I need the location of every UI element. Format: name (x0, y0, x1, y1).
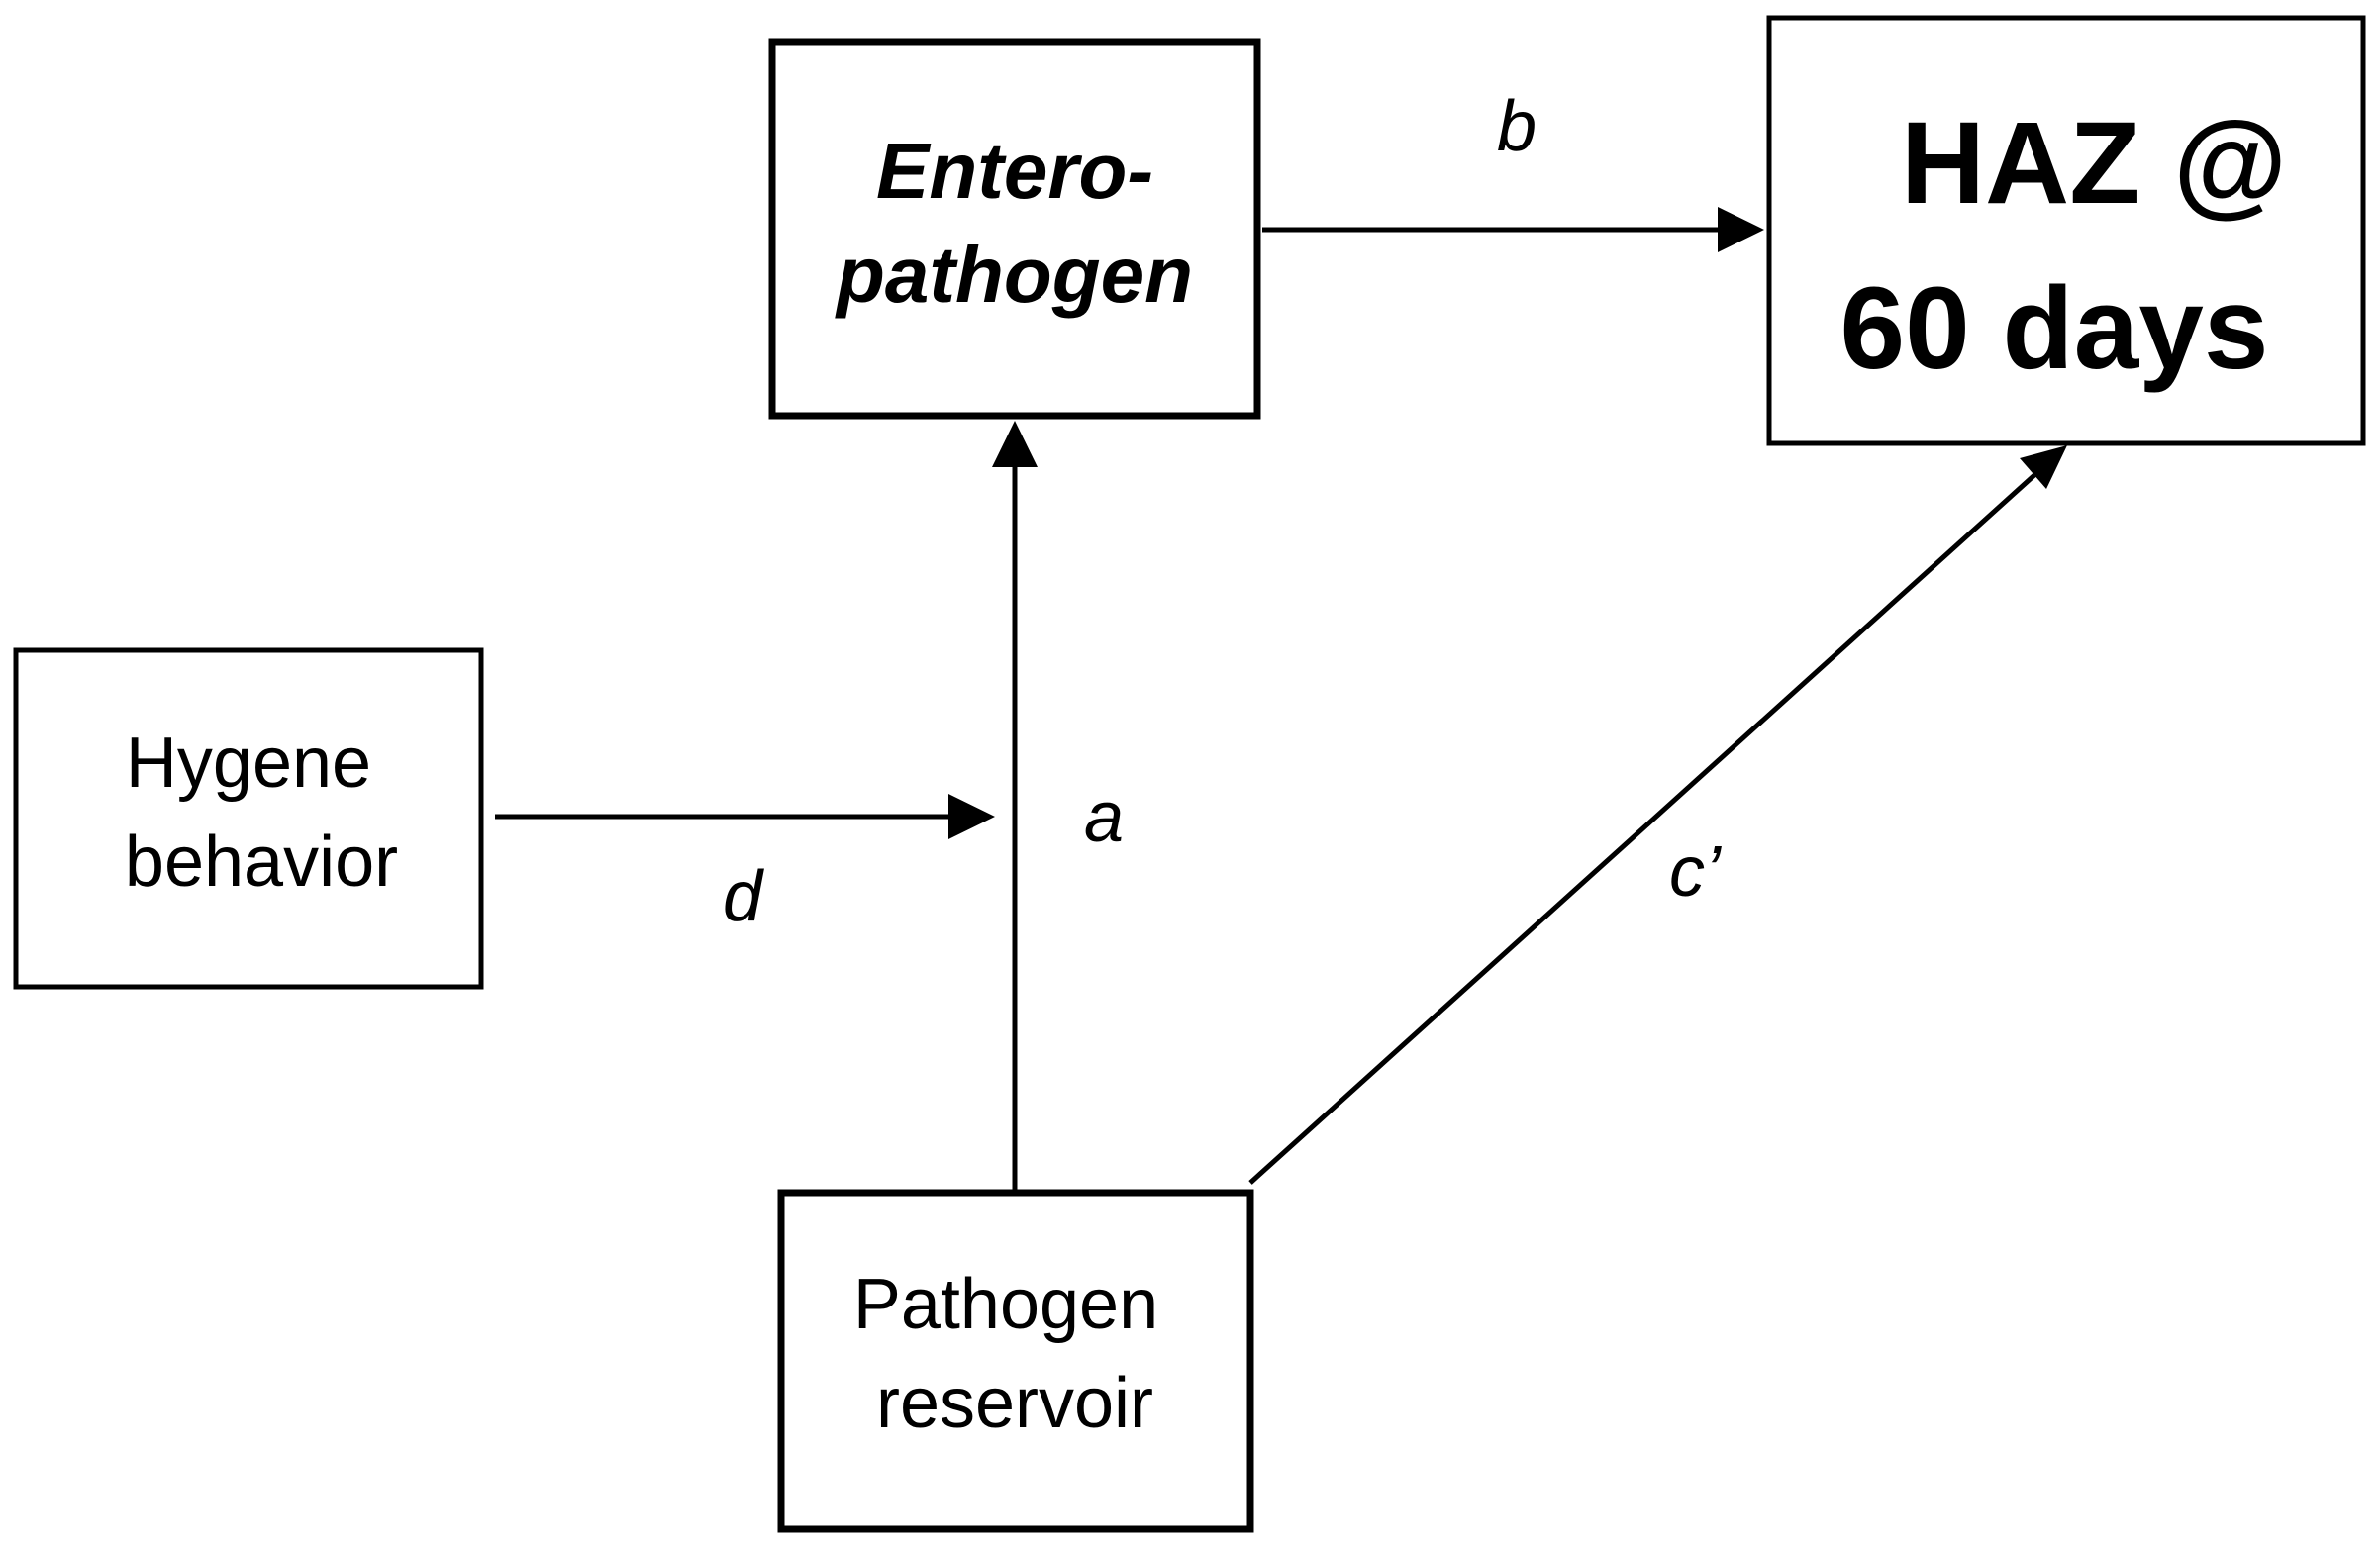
node-reservoir: Pathogen reservoir (777, 1189, 1254, 1533)
node-enteropathogen: Entero- pathogen (768, 38, 1261, 420)
edge-b: b (1262, 87, 1764, 252)
node-hygiene-label-line2: behavior (125, 822, 398, 902)
node-haz-box (1766, 15, 2366, 446)
node-hygiene-label-line1: Hygene (126, 724, 371, 803)
edge-a-label: a (1084, 778, 1124, 857)
edge-d: d (495, 794, 995, 936)
edge-d-arrowhead (948, 794, 995, 839)
node-hygiene-box (13, 647, 484, 990)
edge-b-arrowhead (1718, 207, 1764, 252)
node-reservoir-label-line1: Pathogen (853, 1265, 1158, 1344)
edge-a-arrowhead (992, 421, 1038, 467)
node-hygiene: Hygene behavior (13, 647, 484, 990)
node-reservoir-box (777, 1189, 1254, 1533)
edge-c-prime-label: c’ (1669, 832, 1722, 912)
edge-a: a (992, 421, 1124, 1190)
edge-c-prime: c’ (1248, 445, 2067, 1185)
edge-c-prime-arrowhead (2020, 445, 2067, 489)
edge-c-prime-line (1248, 473, 2036, 1185)
node-enteropathogen-label-line1: Entero- (876, 127, 1153, 215)
node-haz-label-line1: HAZ @ (1901, 98, 2287, 229)
node-reservoir-label-line2: reservoir (876, 1364, 1153, 1443)
edge-d-label: d (723, 857, 764, 936)
edge-b-label: b (1497, 87, 1537, 166)
node-haz: HAZ @ 60 days (1766, 15, 2366, 446)
node-enteropathogen-label-line2: pathogen (835, 231, 1193, 319)
node-enteropathogen-box (768, 38, 1261, 420)
node-haz-label-line2: 60 days (1840, 263, 2269, 394)
